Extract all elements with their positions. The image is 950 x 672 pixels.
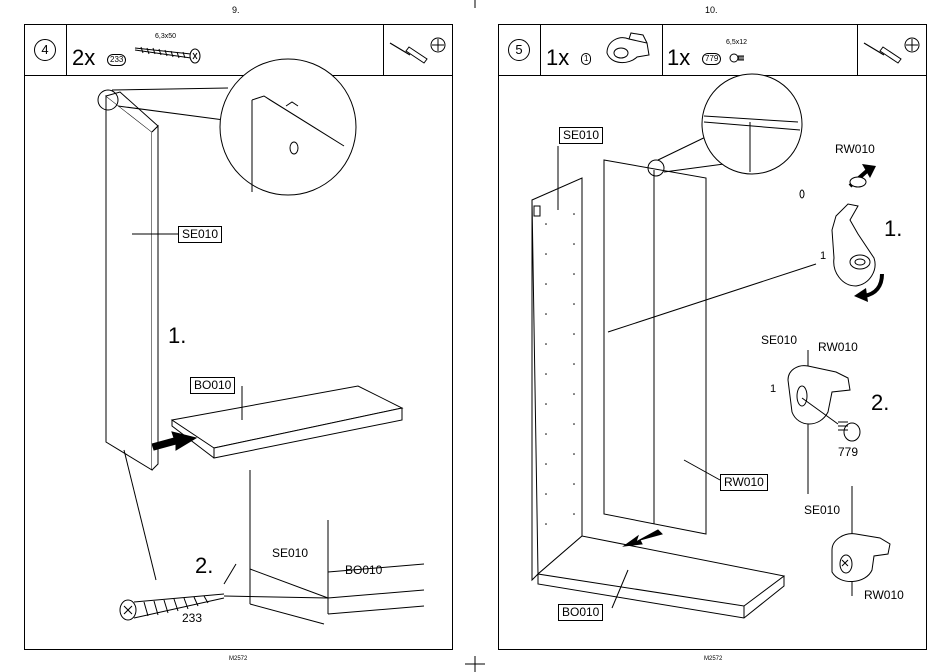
crop-marks <box>0 0 950 672</box>
